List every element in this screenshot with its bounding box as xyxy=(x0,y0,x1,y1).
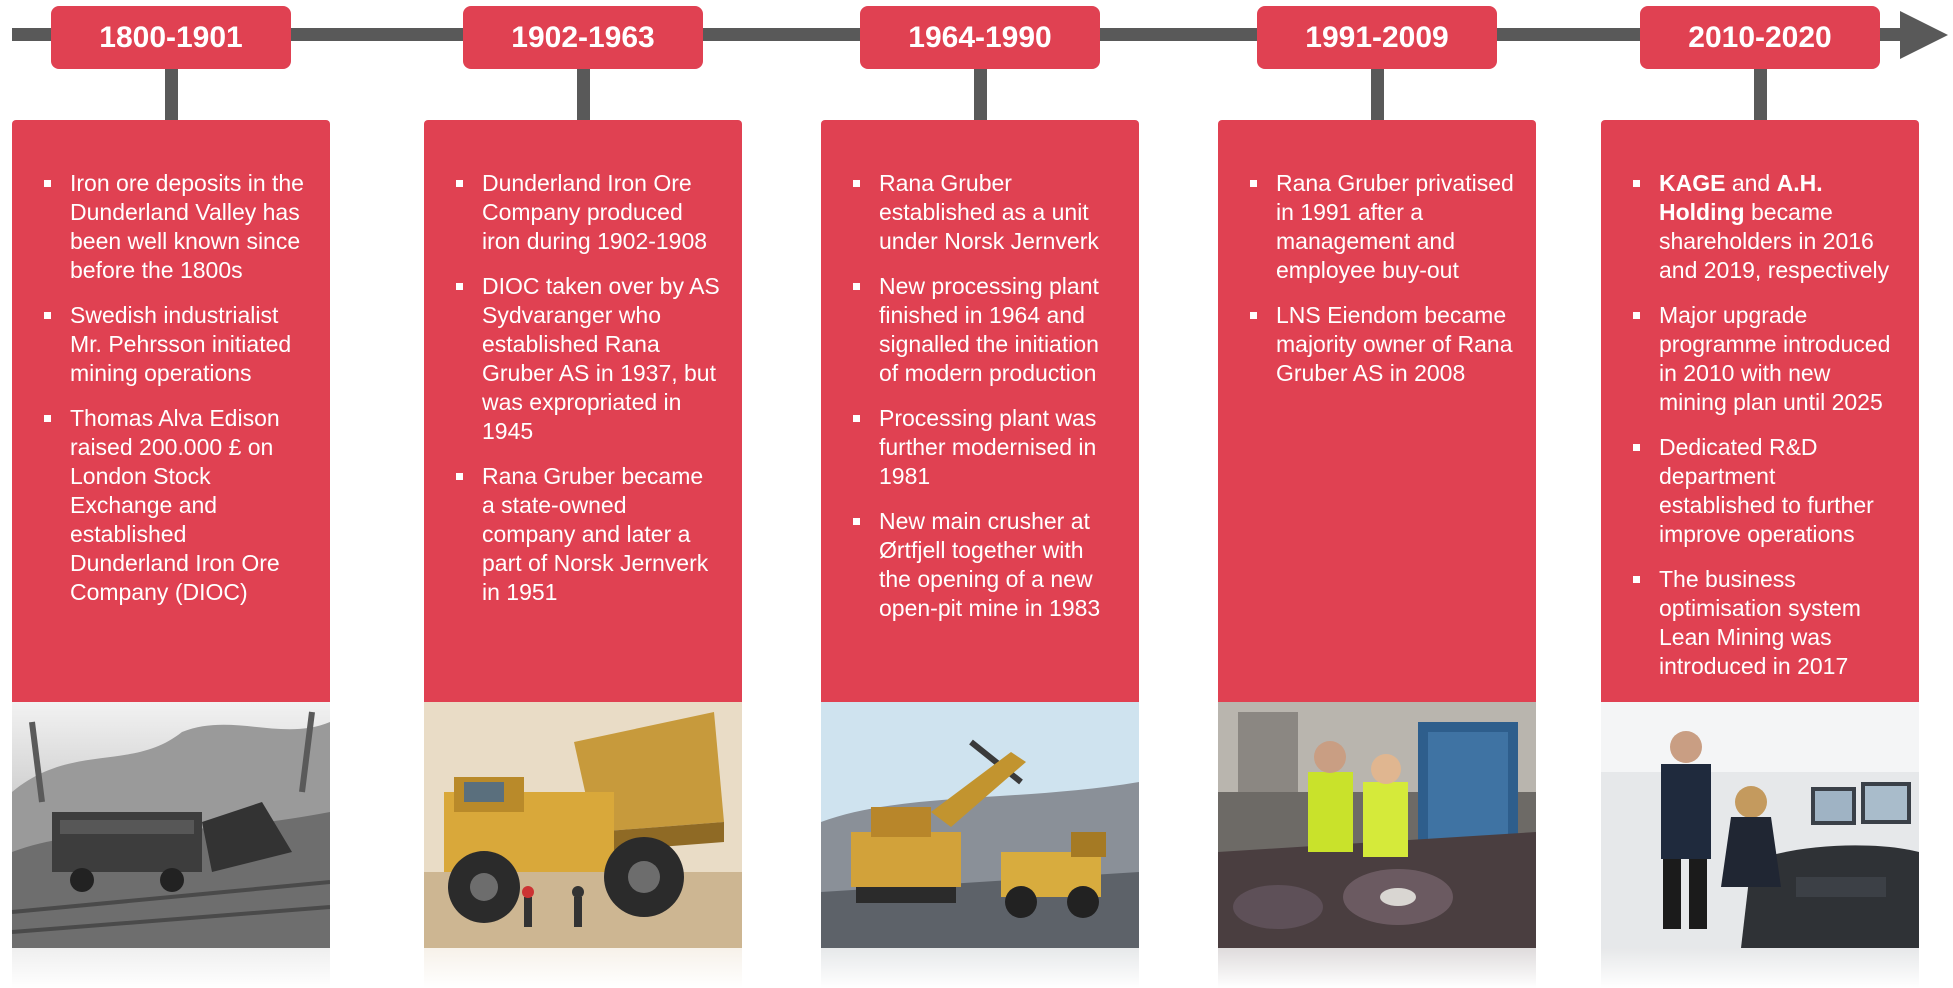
timeline-period: 1902-1963 Dunderland Iron Ore Company pr… xyxy=(424,0,742,988)
period-connector xyxy=(577,69,590,121)
event-item: Thomas Alva Edison raised 200.000 £ on L… xyxy=(37,404,308,607)
event-item: Rana Gruber privatised in 1991 after a m… xyxy=(1243,169,1514,285)
event-item: Dedicated R&D department established to … xyxy=(1626,433,1897,549)
period-label: 1800-1901 xyxy=(51,6,291,69)
event-text: Rana Gruber privatised in 1991 after a m… xyxy=(1276,170,1514,283)
event-list: Rana Gruber established as a unit under … xyxy=(846,169,1117,623)
reflection-fade xyxy=(424,948,742,988)
event-text: LNS Eiendom became majority owner of Ran… xyxy=(1276,302,1513,386)
period-card: Iron ore deposits in the Dunderland Vall… xyxy=(12,120,330,702)
event-item: KAGE and A.H. Holding became shareholder… xyxy=(1626,169,1897,285)
event-item: New processing plant finished in 1964 an… xyxy=(846,272,1117,388)
event-text: Rana Gruber became a state-owned company… xyxy=(482,463,709,605)
event-item: Dunderland Iron Ore Company produced iro… xyxy=(449,169,720,256)
workshop-workers-photo xyxy=(1218,702,1536,948)
period-label: 2010-2020 xyxy=(1640,6,1880,69)
period-label: 1902-1963 xyxy=(463,6,703,69)
period-label: 1964-1990 xyxy=(860,6,1100,69)
event-list: Rana Gruber privatised in 1991 after a m… xyxy=(1243,169,1514,388)
event-item: New main crusher at Ørtfjell together wi… xyxy=(846,507,1117,623)
event-text-bold: A.H. Holding xyxy=(1659,170,1823,225)
event-text: and xyxy=(1725,170,1777,196)
period-card: Rana Gruber privatised in 1991 after a m… xyxy=(1218,120,1536,702)
timeline-period: 1991-2009 Rana Gruber privatised in 1991… xyxy=(1218,0,1536,988)
dump-truck-photo xyxy=(424,702,742,948)
event-item: Swedish industrialist Mr. Pehrsson initi… xyxy=(37,301,308,388)
period-connector xyxy=(165,69,178,121)
event-text: Iron ore deposits in the Dunderland Vall… xyxy=(70,170,304,283)
historic-mining-train-photo xyxy=(12,702,330,948)
period-connector xyxy=(1371,69,1384,121)
event-list: Dunderland Iron Ore Company produced iro… xyxy=(449,169,720,607)
event-text: New processing plant finished in 1964 an… xyxy=(879,273,1099,386)
period-label: 1991-2009 xyxy=(1257,6,1497,69)
period-connector xyxy=(974,69,987,121)
event-item: The business optimisation system Lean Mi… xyxy=(1626,565,1897,681)
event-item: Rana Gruber became a state-owned company… xyxy=(449,462,720,607)
event-text: The business optimisation system Lean Mi… xyxy=(1659,566,1861,679)
period-card: Dunderland Iron Ore Company produced iro… xyxy=(424,120,742,702)
event-text: New main crusher at Ørtfjell together wi… xyxy=(879,508,1101,621)
event-item: DIOC taken over by AS Sydvaranger who es… xyxy=(449,272,720,446)
event-list: Iron ore deposits in the Dunderland Vall… xyxy=(37,169,308,607)
period-card: Rana Gruber established as a unit under … xyxy=(821,120,1139,702)
event-text: DIOC taken over by AS Sydvaranger who es… xyxy=(482,273,720,444)
period-card: KAGE and A.H. Holding became shareholder… xyxy=(1601,120,1919,702)
timeline-period: 2010-2020 KAGE and A.H. Holding became s… xyxy=(1601,0,1919,988)
reflection-fade xyxy=(1218,948,1536,988)
event-text: Processing plant was further modernised … xyxy=(879,405,1097,489)
event-text: Swedish industrialist Mr. Pehrsson initi… xyxy=(70,302,292,386)
period-connector xyxy=(1754,69,1767,121)
event-item: Iron ore deposits in the Dunderland Vall… xyxy=(37,169,308,285)
event-list: KAGE and A.H. Holding became shareholder… xyxy=(1626,169,1897,681)
excavator-loading-truck-photo xyxy=(821,702,1139,948)
event-text: Major upgrade programme introduced in 20… xyxy=(1659,302,1891,415)
event-text: Thomas Alva Edison raised 200.000 £ on L… xyxy=(70,405,280,605)
event-item: Rana Gruber established as a unit under … xyxy=(846,169,1117,256)
timeline-arrow-head xyxy=(1900,11,1948,59)
event-text: Dedicated R&D department established to … xyxy=(1659,434,1874,547)
event-text: Dunderland Iron Ore Company produced iro… xyxy=(482,170,708,254)
event-item: Processing plant was further modernised … xyxy=(846,404,1117,491)
event-item: LNS Eiendom became majority owner of Ran… xyxy=(1243,301,1514,388)
control-room-photo xyxy=(1601,702,1919,948)
timeline-period: 1800-1901 Iron ore deposits in the Dunde… xyxy=(12,0,330,988)
reflection-fade xyxy=(821,948,1139,988)
event-item: Major upgrade programme introduced in 20… xyxy=(1626,301,1897,417)
event-text-bold: KAGE xyxy=(1659,170,1726,196)
reflection-fade xyxy=(12,948,330,988)
event-text: became shareholders in 2016 and 2019, re… xyxy=(1659,199,1890,283)
timeline-period: 1964-1990 Rana Gruber established as a u… xyxy=(821,0,1139,988)
reflection-fade xyxy=(1601,948,1919,988)
event-text: Rana Gruber established as a unit under … xyxy=(879,170,1099,254)
